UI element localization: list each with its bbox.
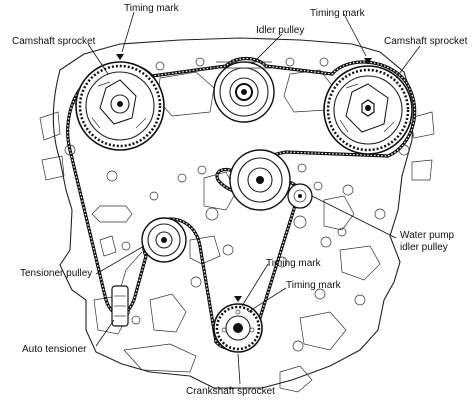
water-pump-idler-pulley: [287, 183, 313, 209]
leader-lines: [87, 11, 421, 385]
label-crankshaft-sprocket: Crankshaft sprocket: [186, 386, 275, 397]
label-timing-mark-top-left: Timing mark: [124, 3, 180, 14]
label-timing-mark-lower-2: Timing mark: [286, 280, 342, 291]
label-camshaft-sprocket-right: Camshaft sprocket: [384, 36, 468, 47]
water-pump-pulley: [229, 149, 291, 211]
label-idler-pulley: Idler pulley: [256, 25, 304, 36]
label-timing-mark-top-right: Timing mark: [310, 8, 366, 19]
auto-tensioner: [111, 285, 129, 327]
label-timing-mark-lower-1: Timing mark: [266, 258, 322, 269]
idler-pulley: [212, 61, 276, 123]
right-camshaft-sprocket: [323, 65, 413, 155]
label-water-pump-line2: idler pulley: [400, 242, 448, 253]
label-tensioner-pulley: Tensioner pulley: [20, 268, 92, 279]
left-camshaft-sprocket: [75, 61, 165, 151]
label-auto-tensioner: Auto tensioner: [22, 344, 87, 355]
timing-mark-ticks: [116, 54, 372, 302]
crankshaft-sprocket: [213, 303, 263, 353]
label-camshaft-sprocket-left: Camshaft sprocket: [12, 36, 96, 47]
labels: Timing mark Timing mark Idler pulley Cam…: [12, 3, 468, 397]
label-water-pump-line1: Water pump: [400, 230, 455, 241]
tensioner-pulley: [119, 217, 187, 299]
